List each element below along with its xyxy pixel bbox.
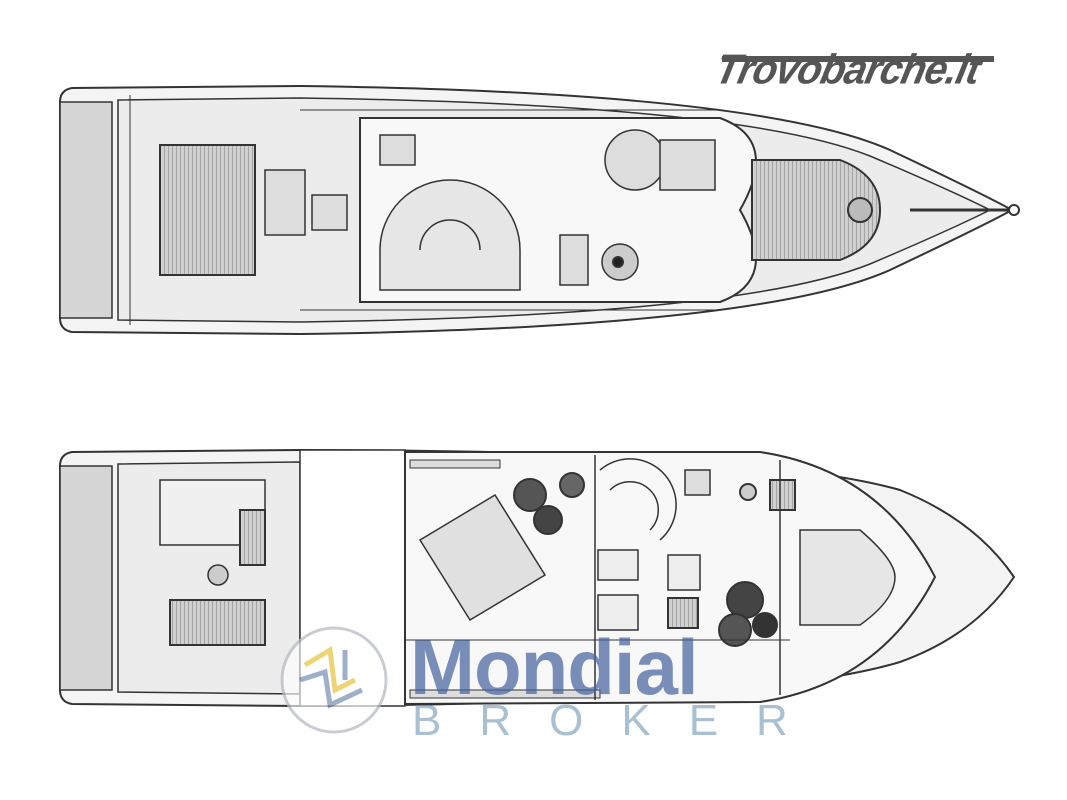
- broker-logo-text: BROKER: [412, 696, 826, 745]
- mondial-logo-emblem: [280, 626, 388, 734]
- mondial-logo-text: Mondial: [410, 623, 699, 711]
- saloon-seating: [379, 179, 521, 291]
- trovobarche-watermark: Trovobarche.it: [711, 46, 985, 94]
- deck-plan: [59, 84, 1020, 336]
- bow-sunpad: [751, 159, 882, 261]
- master-bed: [418, 493, 547, 622]
- aft-sunpad: [159, 144, 256, 276]
- swim-platform: [59, 465, 113, 691]
- forward-berth: [799, 529, 896, 626]
- watermark-bar: [722, 56, 994, 62]
- swim-platform: [59, 101, 113, 319]
